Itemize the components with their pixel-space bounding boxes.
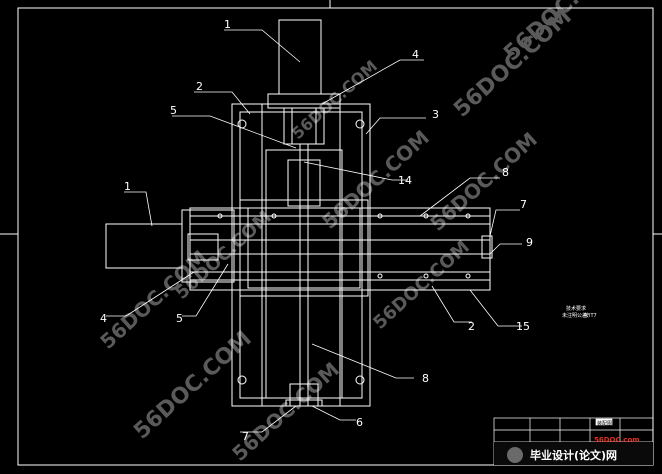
vertical-axis-assembly bbox=[231, 19, 371, 407]
technical-notes: 技术要求 未注明公差 按IT7 bbox=[562, 305, 597, 319]
note-line-1: 技术要求 bbox=[566, 305, 586, 312]
banner-text: 毕业设计(论文)网 bbox=[530, 448, 617, 462]
watermark-10: 56DOC.COM bbox=[369, 237, 474, 334]
label-screw-right: 8 bbox=[502, 166, 509, 179]
watermark-6: 56DOC.COM bbox=[95, 245, 212, 353]
watermarks: 56DOC.COM 56DOC.COM 56DOC.COM 56DOC.COM … bbox=[95, 0, 626, 466]
watermark-7: 56DOC.COM bbox=[129, 326, 256, 444]
label-coupling-left: 4 bbox=[100, 312, 107, 325]
label-nut: 6 bbox=[356, 416, 363, 429]
watermark-1: 56DOC.COM bbox=[288, 56, 381, 143]
label-screw-bottom: 8 bbox=[422, 372, 429, 385]
label-rail-lower: 2 bbox=[468, 320, 475, 333]
label-guide: 9 bbox=[526, 236, 533, 249]
watermark-8: 56DOC.COM bbox=[227, 357, 344, 465]
label-bearing-top: 5 bbox=[170, 104, 177, 117]
label-seat-top: 14 bbox=[398, 174, 412, 187]
title-cell-label: 装配图 bbox=[597, 420, 612, 427]
watermark-4: 56DOC.COM bbox=[317, 125, 434, 233]
note-line-3: 按IT7 bbox=[584, 312, 597, 319]
vertical-frame bbox=[231, 103, 371, 407]
label-end-right: 7 bbox=[520, 198, 527, 211]
site-banner: 56DOC.com 毕业设计(论文)网 bbox=[494, 436, 653, 465]
globe-icon bbox=[507, 447, 523, 463]
label-seat-right: 15 bbox=[516, 320, 530, 333]
label-motor-left: 1 bbox=[124, 180, 131, 193]
part-labels: 1 1 2 2 3 4 4 5 5 6 7 7 8 8 9 14 15 bbox=[100, 18, 533, 443]
horizontal-axis-assembly bbox=[105, 199, 493, 297]
left-motor bbox=[105, 223, 183, 269]
label-bearing-left: 5 bbox=[176, 312, 183, 325]
label-frame: 3 bbox=[432, 108, 439, 121]
label-end-bottom: 7 bbox=[242, 430, 249, 443]
leader-lines bbox=[106, 29, 522, 433]
label-coupling-top: 4 bbox=[412, 48, 419, 61]
label-rail-upper: 2 bbox=[196, 80, 203, 93]
note-line-2: 未注明公差 bbox=[562, 312, 587, 319]
banner-site: 56DOC.com bbox=[594, 436, 640, 444]
label-motor-top: 1 bbox=[224, 18, 231, 31]
top-motor bbox=[278, 19, 322, 95]
watermark-5: 56DOC.COM bbox=[425, 127, 542, 235]
